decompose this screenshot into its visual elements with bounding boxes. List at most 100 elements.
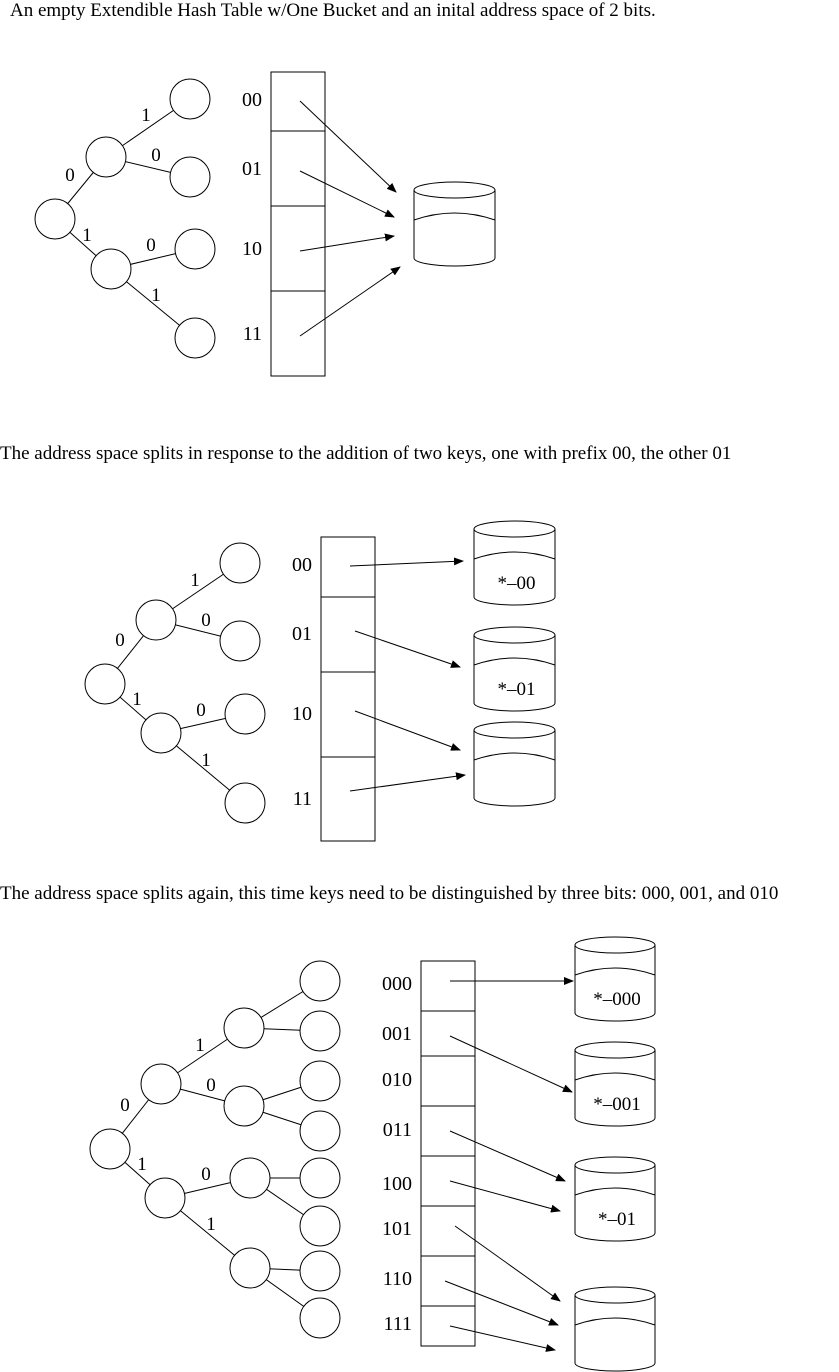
bucket-lid-curve <box>473 657 556 666</box>
trie-node <box>174 317 216 359</box>
directory-cell <box>320 596 376 673</box>
pointer-arrow <box>299 100 397 193</box>
bucket-top <box>473 520 556 538</box>
directory-address: 100 <box>382 1173 412 1195</box>
directory-cell <box>420 1205 476 1257</box>
directory-address: 01 <box>242 158 262 180</box>
trie-node <box>219 620 261 662</box>
directory-cell <box>320 536 376 598</box>
bucket-label: *–00 <box>498 573 536 594</box>
trie-edge-label: 1 <box>206 1214 216 1235</box>
bucket-lid-curve <box>574 1072 656 1081</box>
trie-edge-label: 0 <box>115 630 125 651</box>
trie-node <box>85 136 127 178</box>
pointer-arrow <box>449 1180 561 1213</box>
directory-cell <box>420 960 476 1012</box>
pointer-arrow <box>449 1035 573 1093</box>
caption-section-2: The address space splits in response to … <box>0 443 732 464</box>
pointer-arrow <box>299 266 401 337</box>
trie-edge-label: 0 <box>206 1075 216 1096</box>
bucket-icon <box>574 1156 656 1242</box>
directory-cell <box>420 1155 476 1207</box>
trie-node <box>299 1010 341 1052</box>
bucket-top <box>574 1156 656 1174</box>
trie-edge-label: 1 <box>201 750 211 771</box>
trie-node <box>169 78 211 120</box>
bucket-lid-curve <box>574 1187 656 1196</box>
directory-address: 001 <box>382 1023 412 1045</box>
caption-section-3: The address space splits again, this tim… <box>0 883 779 904</box>
pointer-arrow <box>349 772 466 792</box>
trie-node <box>223 1085 265 1127</box>
bucket-icon <box>574 1286 656 1372</box>
bucket-bottom <box>473 596 556 606</box>
bucket-bottom <box>413 257 496 267</box>
directory-cell <box>420 1105 476 1157</box>
trie-edge-label: 1 <box>82 225 92 246</box>
bucket-bottom <box>473 702 556 712</box>
trie-node <box>144 1177 186 1219</box>
trie-node <box>140 1063 182 1105</box>
pointer-arrow <box>354 710 461 751</box>
trie-edge-label: 1 <box>141 105 151 126</box>
bucket-label: *–001 <box>593 1094 641 1115</box>
pointer-arrow <box>349 557 464 567</box>
trie-edge-label: 0 <box>196 700 206 721</box>
bucket-icon <box>574 936 656 1022</box>
directory-address: 000 <box>382 973 412 995</box>
directory-address: 10 <box>292 703 312 725</box>
trie-edge-label: 0 <box>146 235 156 256</box>
trie-node <box>299 1297 341 1339</box>
directory-cell <box>420 1055 476 1107</box>
trie-node <box>174 228 216 270</box>
pointer-arrow <box>299 170 395 218</box>
bucket-icon <box>473 626 556 712</box>
bucket-icon <box>574 1041 656 1127</box>
bucket-label: *–000 <box>593 989 641 1010</box>
trie-node <box>299 1250 341 1292</box>
directory-address: 111 <box>383 1313 412 1335</box>
trie-node <box>299 960 341 1002</box>
directory-cell <box>270 130 326 207</box>
bucket-bottom <box>574 1232 656 1242</box>
trie-node <box>224 693 266 735</box>
trie-edge-label: 1 <box>195 1035 205 1056</box>
directory-address: 00 <box>242 89 262 111</box>
directory-address: 01 <box>292 623 312 645</box>
bucket-top <box>413 181 496 199</box>
bucket-top <box>473 626 556 644</box>
trie-node <box>299 1205 341 1247</box>
trie-edge-label: 0 <box>65 165 75 186</box>
bucket-lid-curve <box>413 212 496 221</box>
directory-cell <box>420 1010 476 1057</box>
pointer-arrow <box>444 1280 559 1326</box>
bucket-icon <box>413 181 496 267</box>
trie-node <box>229 1157 271 1199</box>
directory-address: 11 <box>243 323 262 345</box>
trie-edge-label: 0 <box>120 1095 130 1116</box>
trie-node <box>219 542 261 584</box>
bucket-top <box>574 936 656 954</box>
directory-address: 11 <box>293 788 312 810</box>
trie-node <box>34 198 76 240</box>
trie-node <box>223 1007 265 1049</box>
pointer-arrow <box>449 1325 556 1352</box>
directory-address: 011 <box>383 1119 412 1141</box>
bucket-label: *–01 <box>598 1209 636 1230</box>
trie-edge-label: 1 <box>190 570 200 591</box>
directory-cell <box>320 756 376 842</box>
directory-address: 00 <box>292 554 312 576</box>
directory-cell <box>420 1305 476 1347</box>
bucket-lid-curve <box>473 752 556 761</box>
bucket-bottom <box>574 1012 656 1022</box>
bucket-lid-curve <box>574 1317 656 1326</box>
trie-node <box>135 599 177 641</box>
pointer-arrow <box>449 1130 566 1182</box>
trie-node <box>90 248 132 290</box>
bucket-icon <box>473 520 556 606</box>
trie-node <box>224 782 266 824</box>
trie-node <box>169 156 211 198</box>
trie-node <box>299 1060 341 1102</box>
bucket-top <box>574 1286 656 1304</box>
